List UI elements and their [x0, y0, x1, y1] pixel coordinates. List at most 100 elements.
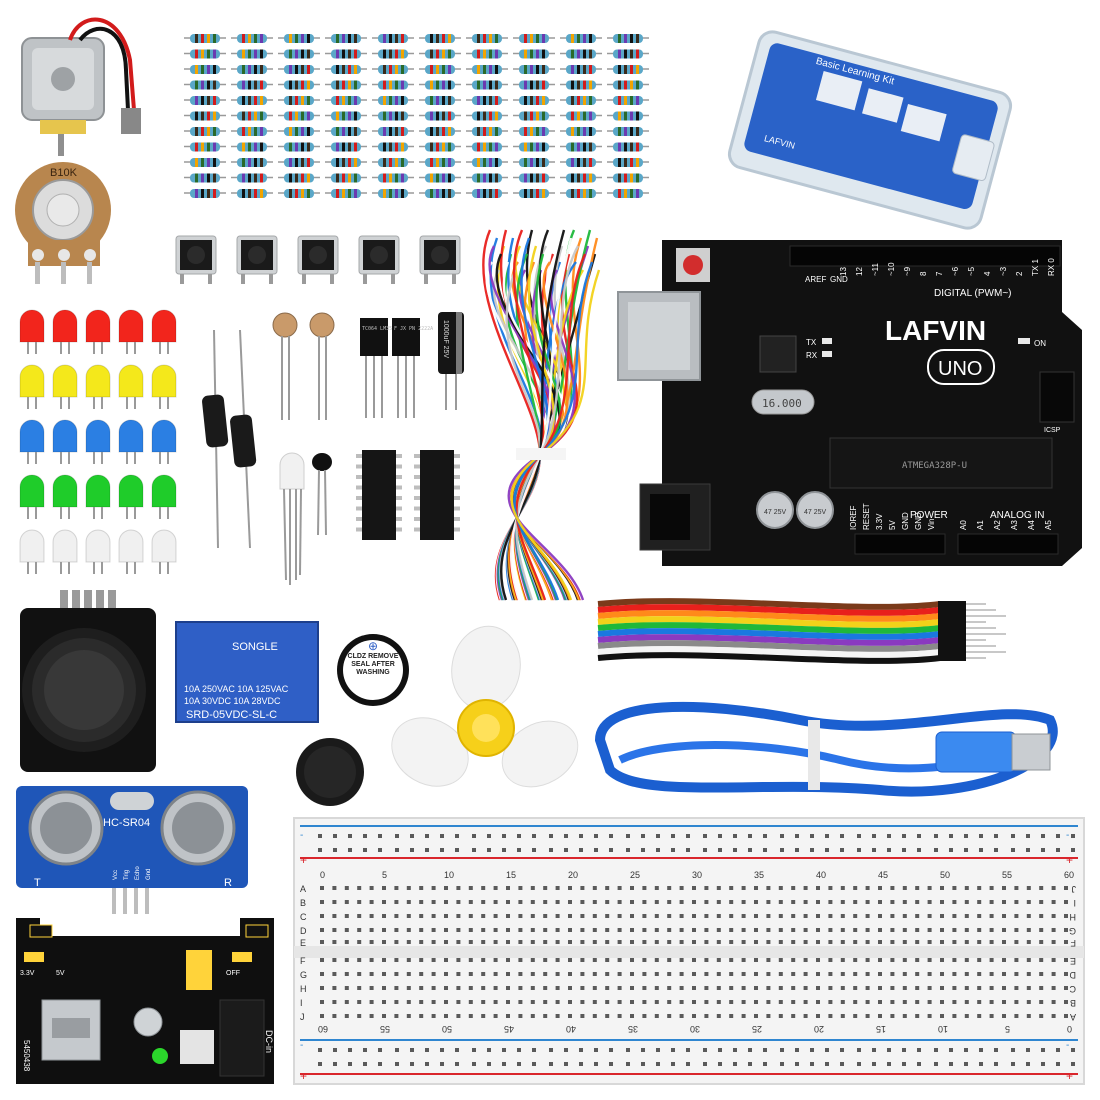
bb-hole	[766, 958, 771, 962]
bb-hole	[1071, 1062, 1075, 1066]
bb-hole	[419, 972, 424, 976]
bb-hole	[493, 986, 498, 990]
resistor	[372, 34, 414, 43]
bb-hole	[679, 986, 684, 990]
bb-hole	[530, 886, 535, 890]
bb-hole	[766, 972, 771, 976]
resistor	[466, 158, 508, 167]
resistor	[560, 189, 602, 198]
bb-hole	[791, 928, 796, 932]
bb-hole	[878, 886, 882, 890]
bb-hole	[803, 914, 808, 918]
resistor	[278, 80, 320, 90]
bb-hole	[406, 1014, 411, 1018]
bb-plus-top-right: +	[1066, 853, 1073, 867]
bb-hole	[530, 914, 535, 918]
bb-hole	[1002, 928, 1006, 932]
bb-hole	[532, 834, 536, 838]
bb-hole	[1039, 928, 1044, 932]
bb-hole	[778, 1014, 783, 1018]
bb-hole	[518, 886, 523, 890]
bb-col-label: 55	[380, 1024, 390, 1034]
bb-hole	[344, 886, 349, 890]
bb-hole	[940, 986, 944, 990]
bb-hole	[692, 914, 696, 918]
bb-hole	[455, 1048, 459, 1052]
resistor	[466, 65, 508, 74]
bb-hole	[828, 886, 833, 890]
bb-hole	[431, 900, 436, 904]
bb-hole	[431, 1014, 436, 1018]
bb-hole	[568, 900, 572, 904]
resistor	[184, 189, 226, 198]
bb-hole	[964, 1062, 968, 1066]
bb-hole	[853, 900, 858, 904]
bb-row-label-right: F	[1070, 938, 1076, 948]
bb-hole	[568, 1014, 572, 1018]
bb-hole	[766, 900, 771, 904]
bb-hole	[902, 914, 907, 918]
bb-hole	[1056, 1062, 1060, 1066]
bb-hole	[630, 940, 634, 944]
fan-propeller	[391, 625, 579, 788]
bb-hole	[344, 900, 349, 904]
bb-hole	[704, 986, 709, 990]
bb-hole	[406, 886, 411, 890]
bb-hole	[369, 986, 374, 990]
pot-label: B10K	[50, 167, 78, 179]
resistor	[231, 80, 273, 90]
bb-hole	[506, 986, 510, 990]
bb-hole	[344, 972, 349, 976]
resistor	[278, 189, 320, 198]
uno-brand: LAFVIN	[885, 315, 986, 346]
bb-hole	[642, 886, 647, 890]
bb-hole	[425, 834, 429, 838]
bb-hole	[592, 940, 597, 944]
resistor	[372, 173, 414, 183]
bb-hole	[641, 1062, 645, 1066]
bb-hole	[395, 834, 399, 838]
resistor	[372, 80, 414, 90]
bb-hole	[656, 1062, 660, 1066]
resistor	[419, 127, 461, 136]
bb-hole	[444, 972, 448, 976]
bb-hole	[1051, 986, 1056, 990]
bb-hole	[594, 1062, 598, 1066]
bb-hole	[594, 834, 598, 838]
bb-hole	[630, 972, 634, 976]
led-white	[151, 529, 177, 574]
bb-hole	[729, 1000, 734, 1004]
bb-hole	[927, 886, 932, 890]
bb-row-label: A	[300, 884, 306, 894]
resistor	[278, 65, 320, 74]
bb-hole	[803, 900, 808, 904]
resistor	[513, 158, 555, 167]
bb-hole	[518, 986, 523, 990]
bb-hole	[816, 928, 820, 932]
bb-hole	[555, 886, 560, 890]
resistor	[184, 142, 226, 152]
bb-hole	[518, 940, 523, 944]
bb-hole	[686, 1062, 690, 1066]
bb-hole	[382, 914, 386, 918]
bb-hole	[1011, 834, 1015, 838]
bb-hole	[940, 1014, 944, 1018]
bb-hole	[754, 986, 758, 990]
bb-hole	[580, 940, 585, 944]
bb-hole	[431, 914, 436, 918]
ribbon-wire	[597, 646, 941, 658]
resistor	[466, 96, 508, 105]
bb-hole	[468, 972, 473, 976]
resistor	[560, 111, 602, 121]
bb-hole	[964, 1048, 968, 1052]
bb-hole	[605, 928, 610, 932]
bb-hole	[456, 940, 461, 944]
bb-hole	[964, 1014, 969, 1018]
bb-hole	[748, 848, 752, 852]
bb-hole	[382, 900, 386, 904]
resistor	[466, 34, 508, 43]
bb-hole	[927, 900, 932, 904]
bb-hole	[810, 848, 814, 852]
resistor	[607, 189, 649, 198]
bb-hole	[549, 834, 553, 838]
